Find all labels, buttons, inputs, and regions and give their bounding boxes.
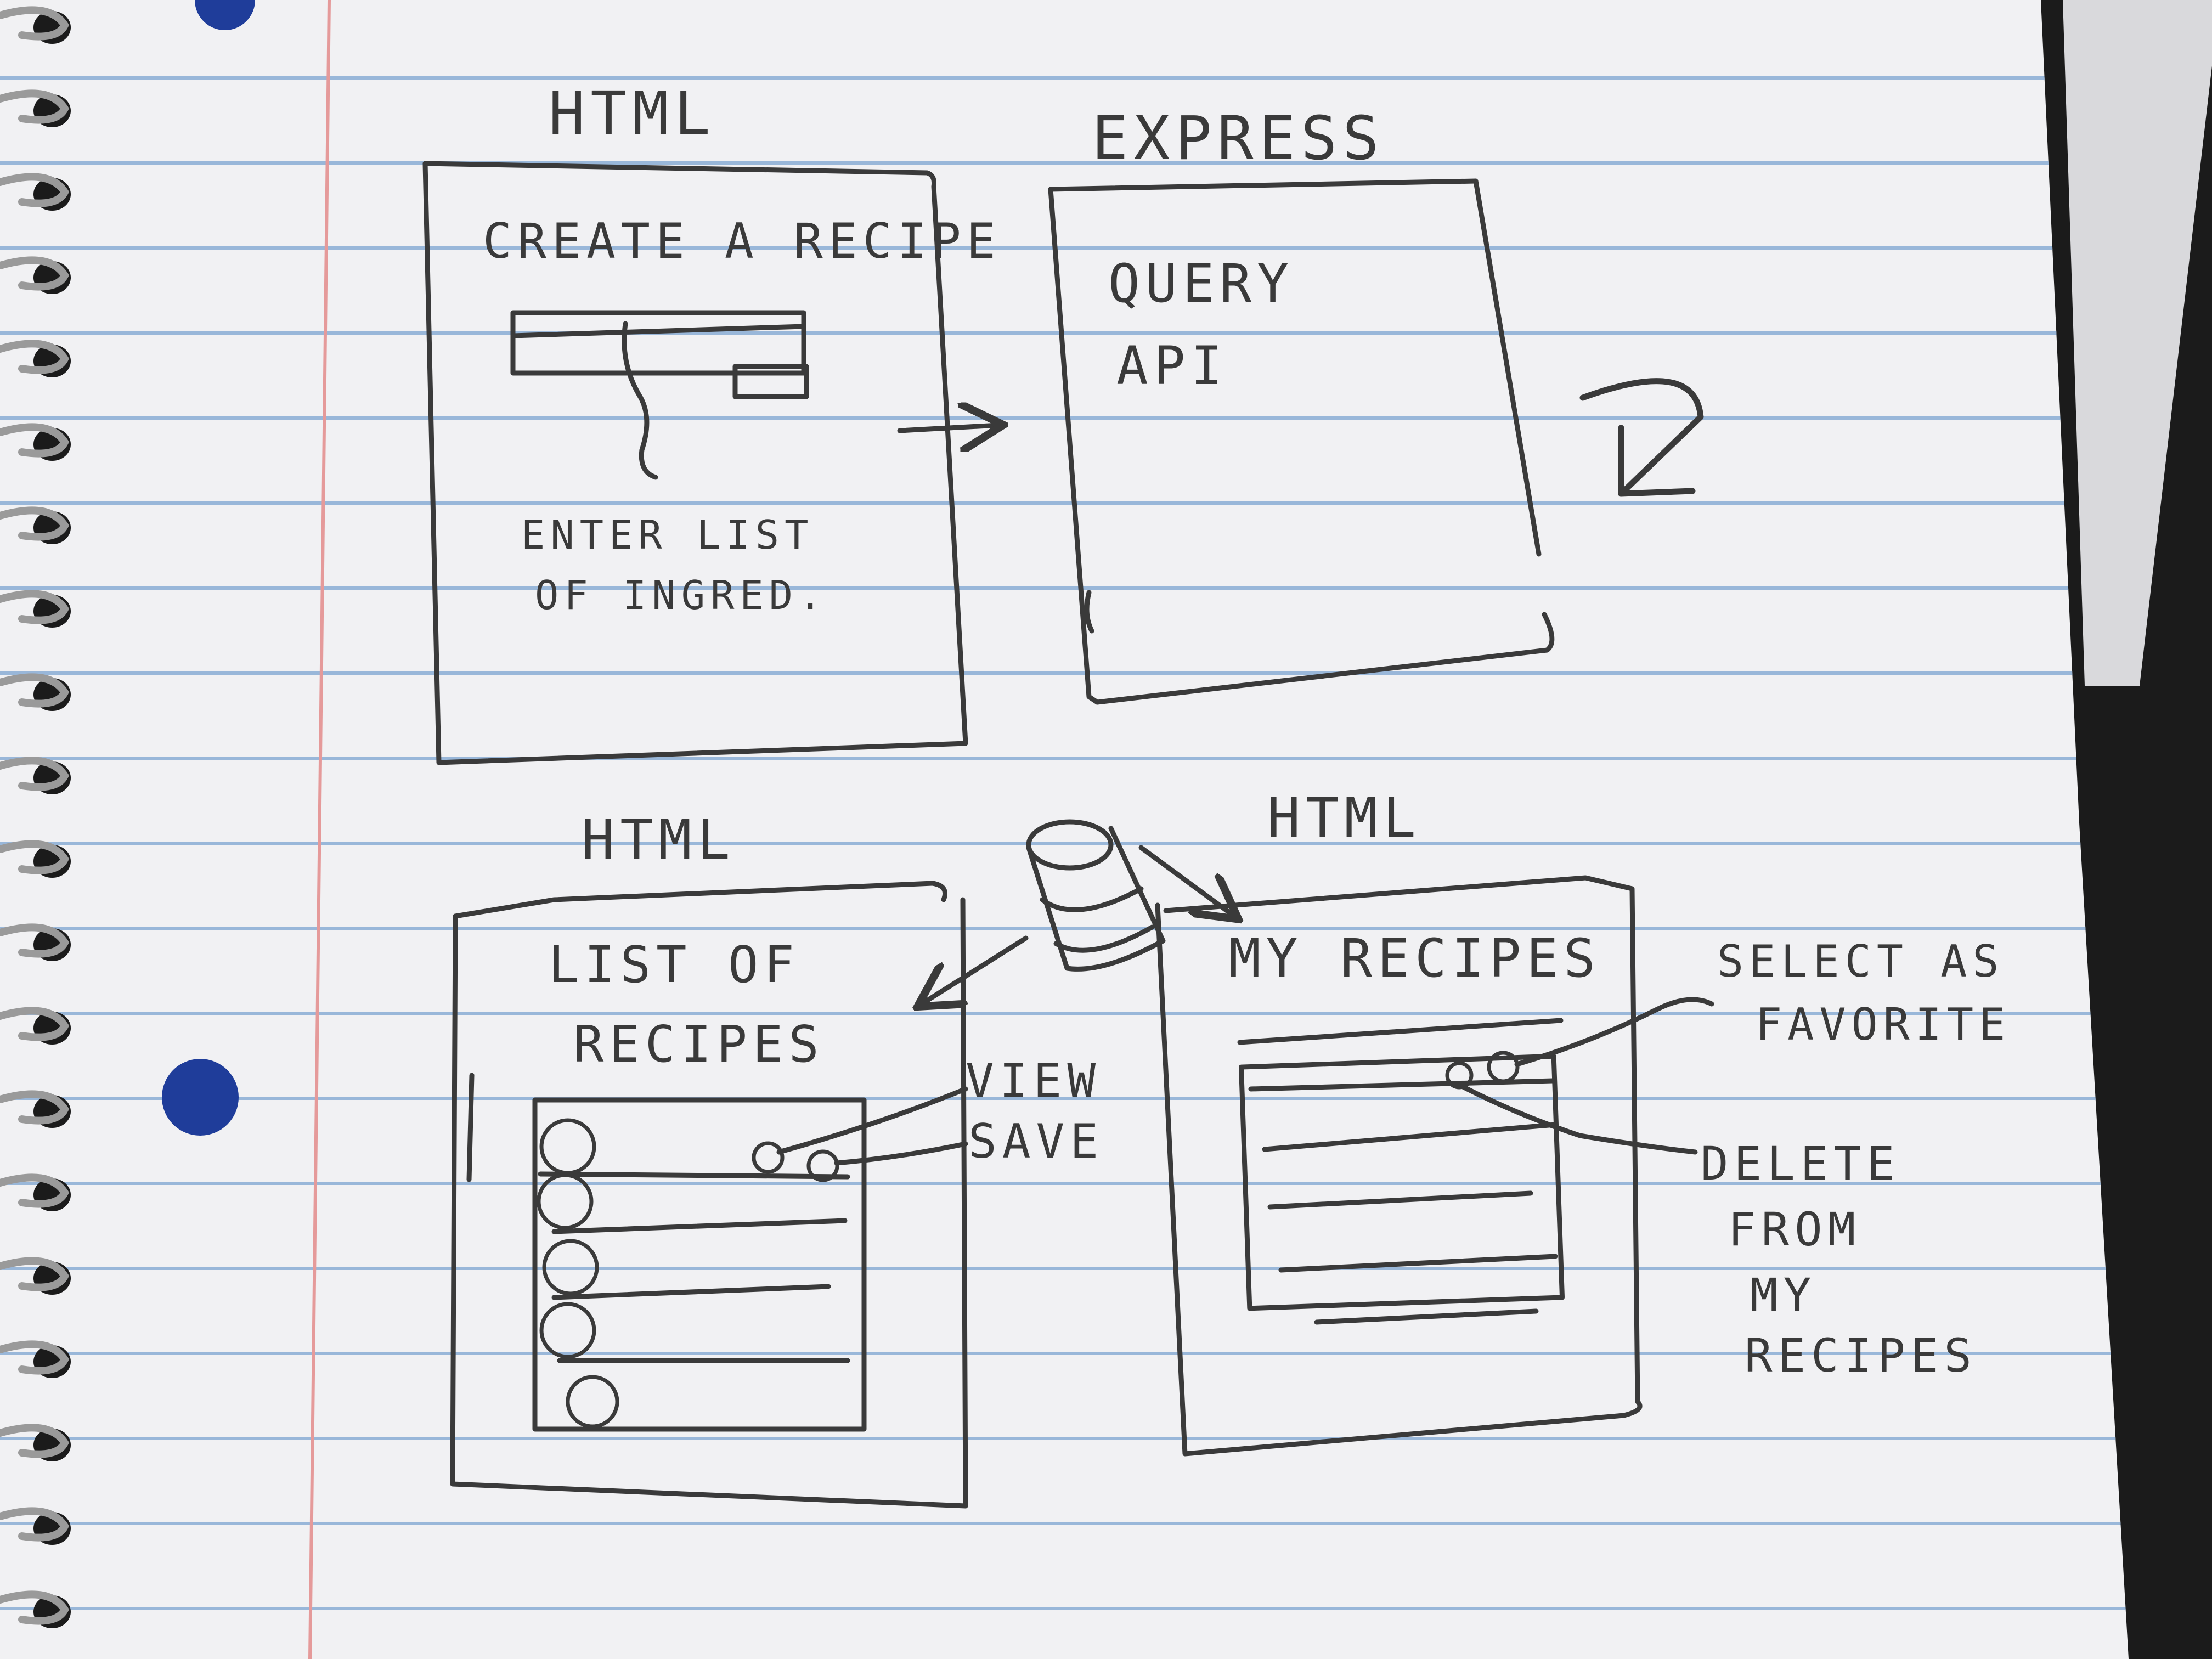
recipe-thumbnails — [537, 1118, 619, 1429]
spiral-coil — [0, 673, 70, 708]
favorite-annotation-line2: FAVORITE — [1756, 999, 2011, 1050]
spiral-coil — [0, 6, 70, 41]
spiral-coil — [0, 423, 70, 458]
create-screen-caption-line2: OF INGRED. — [535, 572, 827, 618]
spiral-coil — [0, 340, 70, 374]
submit-button-sketch — [732, 364, 809, 399]
binder-hole-top — [195, 0, 255, 30]
binder-hole — [162, 1059, 239, 1136]
express-header: EXPRESS — [1092, 103, 1385, 173]
spiral-coil — [0, 173, 70, 207]
my-screen-header: HTML — [1267, 786, 1421, 850]
express-query-label: QUERY — [1108, 253, 1294, 314]
express-api-label: API — [1116, 335, 1228, 397]
create-screen-header: HTML — [549, 78, 716, 149]
delete-annotation-line3: MY — [1750, 1268, 1816, 1322]
list-screen-title-line2: RECIPES — [573, 1015, 825, 1074]
view-icon — [752, 1141, 785, 1174]
spiral-coil — [0, 840, 70, 874]
recipe-list-table — [532, 1097, 867, 1432]
favorite-icon — [1487, 1051, 1520, 1084]
spiral-coil — [0, 1007, 70, 1041]
create-screen-title: CREATE A RECIPE — [483, 213, 1001, 269]
spiral-coil — [0, 1590, 70, 1625]
list-screen-header: HTML — [582, 808, 736, 872]
delete-annotation-line4: RECIPES — [1745, 1329, 1977, 1383]
spiral-coil — [0, 590, 70, 624]
create-screen-caption-line1: ENTER LIST — [521, 512, 814, 558]
delete-annotation-line1: DELETE — [1701, 1137, 1900, 1190]
list-view-annotation: VIEW — [966, 1054, 1101, 1109]
spiral-coil — [0, 506, 70, 541]
spiral-coil — [0, 89, 70, 124]
favorite-annotation-line1: SELECT AS — [1717, 936, 2004, 987]
my-screen-title: MY RECIPES — [1229, 928, 1601, 989]
spiral-coil — [0, 923, 70, 958]
spiral-coil — [0, 1507, 70, 1542]
ruled-lines — [0, 0, 2129, 1659]
margin-line — [308, 0, 331, 1659]
spiral-coil — [0, 1257, 70, 1291]
save-icon — [806, 1149, 839, 1182]
ingredient-input-sketch — [510, 310, 806, 376]
express-server-box — [1048, 178, 1555, 705]
spiral-coil — [0, 1173, 70, 1208]
list-screen-title-line1: LIST OF — [549, 935, 800, 994]
my-recipes-table — [1238, 1053, 1565, 1311]
spiral-coil — [0, 757, 70, 791]
back-sheet — [2063, 0, 2212, 686]
spiral-coil — [0, 1340, 70, 1375]
delete-annotation-line2: FROM — [1728, 1203, 1861, 1256]
list-save-annotation: SAVE — [968, 1114, 1104, 1169]
spiral-coil — [0, 256, 70, 291]
my-recipes-screen — [1155, 875, 1714, 1457]
create-recipe-screen — [422, 161, 998, 765]
spiral-coil — [0, 1090, 70, 1125]
spiral-binding — [0, 6, 71, 1628]
list-of-recipes-screen — [450, 881, 1029, 1509]
spiral-coil — [0, 1424, 70, 1458]
return-arrow-icon — [1579, 378, 1704, 497]
